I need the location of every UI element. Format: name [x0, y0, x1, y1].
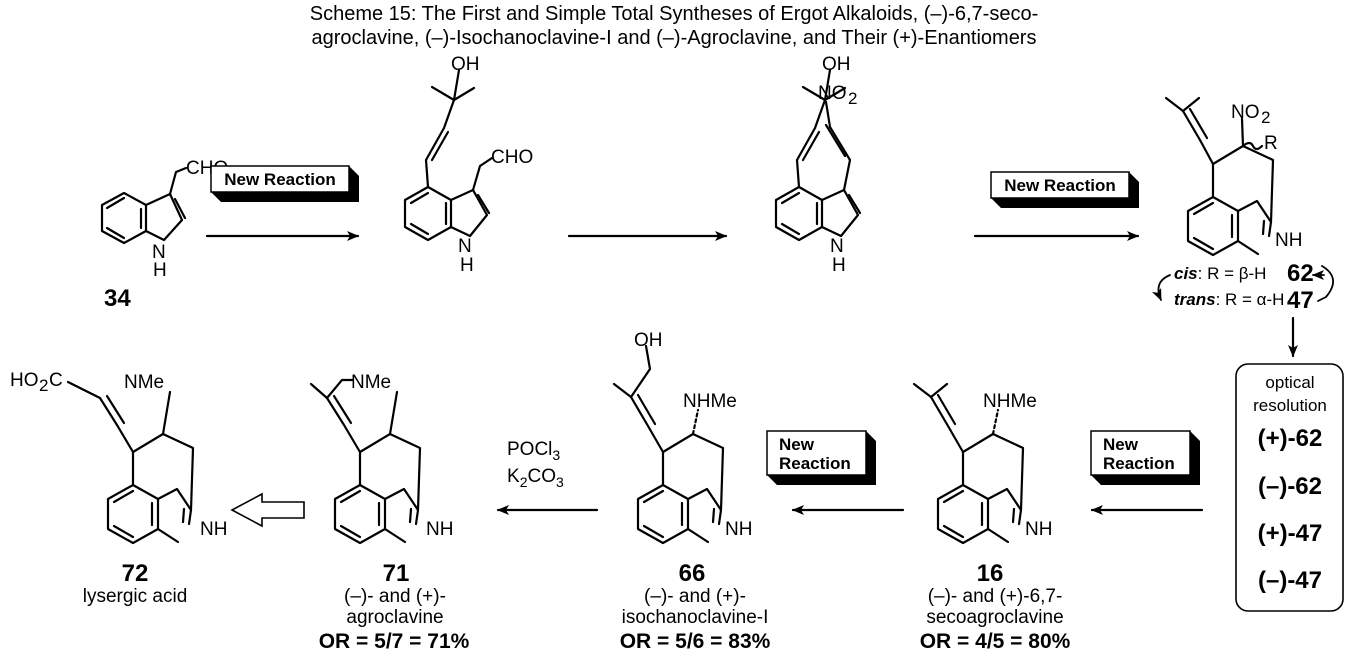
atom-h: H — [153, 260, 167, 281]
reagent-k2co3: K2CO3 — [507, 466, 564, 490]
atom-oh: OH — [451, 54, 480, 75]
resolution-item: (+)-47 — [1258, 520, 1323, 547]
atom-sub2: 2 — [39, 376, 48, 395]
atom-nme: NMe — [124, 372, 164, 393]
badge-label-new: New — [779, 435, 815, 454]
resolution-line1: optical — [1265, 373, 1314, 392]
compound-number-34: 34 — [104, 285, 131, 312]
atom-nh: NH — [1025, 519, 1052, 540]
badge-label: New Reaction — [1004, 176, 1115, 195]
compound-number-62: 62 — [1287, 260, 1314, 287]
compound-name-line2: agroclavine — [346, 607, 443, 628]
atom-c: C — [49, 370, 63, 391]
compound-name-line2: secoagroclavine — [926, 607, 1063, 628]
atom-oh: OH — [822, 54, 851, 75]
badge-label-new: New — [1103, 435, 1139, 454]
compound-34: CHO N H 34 — [100, 158, 228, 312]
compound-number-71: 71 — [383, 560, 410, 587]
atom-nh: NH — [725, 519, 752, 540]
atom-nhme: NHMe — [683, 391, 737, 412]
compound-name-line1: (–)- and (+)- — [644, 586, 746, 607]
atom-no: NO — [818, 83, 847, 104]
compound-number-72: 72 — [122, 560, 149, 587]
compound-16: NHMe NH 16 (–)- and (+)-6,7- secoagrocla… — [912, 382, 1071, 653]
new-reaction-badge-2: New Reaction — [990, 171, 1139, 208]
compound-name-line2: isochanoclavine-I — [622, 607, 769, 628]
compound-number-47: 47 — [1287, 287, 1314, 314]
compound-name-line1: lysergic acid — [83, 586, 188, 607]
new-reaction-badge-3: New Reaction — [1090, 430, 1200, 485]
atom-nh: NH — [200, 519, 227, 540]
compound-66: OH NHMe NH 66 (–)- and (+)- isochanoclav… — [612, 330, 771, 653]
resolution-line2: resolution — [1253, 396, 1327, 415]
badge-label: New Reaction — [224, 170, 335, 189]
retro-arrow — [230, 492, 305, 528]
intermediate-a: CHO N H OH — [403, 54, 533, 276]
cis-label: cis: R = β-H — [1174, 264, 1266, 283]
scheme-title-line1: Scheme 15: The First and Simple Total Sy… — [309, 3, 1039, 25]
trans-label: trans: R = α-H — [1174, 290, 1284, 309]
atom-n: N — [152, 242, 166, 263]
atom-nh: NH — [426, 519, 453, 540]
compound-name-line1: (–)- and (+)- — [344, 586, 446, 607]
new-reaction-badge-1: New Reaction — [210, 165, 359, 202]
atom-no: NO — [1231, 102, 1260, 123]
scheme-title-line2: agroclavine, (–)-Isochanoclavine-I and (… — [311, 27, 1037, 49]
badge-label-reaction: Reaction — [779, 454, 851, 473]
compound-number-16: 16 — [977, 560, 1004, 587]
atom-r: R — [1264, 133, 1278, 154]
resolution-item: (–)-62 — [1258, 473, 1322, 500]
new-reaction-badge-4: New Reaction — [766, 430, 876, 485]
intermediate-b: NO 2 N H OH — [774, 54, 862, 276]
atom-h: H — [832, 255, 846, 276]
resolution-item: (–)-47 — [1258, 567, 1322, 594]
atom-h: H — [460, 255, 474, 276]
overall-yield: OR = 5/6 = 83% — [620, 630, 771, 653]
atom-n: N — [458, 236, 472, 257]
reagent-pocl3: POCl3 — [507, 439, 560, 463]
compound-71: NMe NH 71 (–)- and (+)- agroclavine OR =… — [309, 372, 470, 653]
atom-nhme: NHMe — [983, 391, 1037, 412]
resolution-item: (+)-62 — [1258, 425, 1323, 452]
atom-sub2: 2 — [1261, 108, 1270, 127]
compound-name-line1: (–)- and (+)-6,7- — [928, 586, 1063, 607]
compound-62-47: NO 2 R NH — [1164, 96, 1302, 257]
badge-label-reaction: Reaction — [1103, 454, 1175, 473]
atom-cho: CHO — [491, 147, 533, 168]
scheme-title: Scheme 15: The First and Simple Total Sy… — [0, 2, 1348, 50]
atom-oh: OH — [634, 330, 663, 351]
isomer-labels: cis: R = β-H trans: R = α-H 62 47 — [1151, 260, 1334, 314]
atom-nme: NMe — [351, 372, 391, 393]
reagents-pocl3-k2co3: POCl3 K2CO3 — [507, 439, 564, 490]
compound-72: HO 2 C NMe NH 72 lysergic acid — [10, 370, 227, 607]
atom-sub2: 2 — [848, 89, 857, 108]
compound-number-66: 66 — [679, 560, 706, 587]
atom-ho: HO — [10, 370, 39, 391]
overall-yield: OR = 5/7 = 71% — [319, 630, 470, 653]
atom-n: N — [830, 236, 844, 257]
optical-resolution-box: optical resolution (+)-62 (–)-62 (+)-47 … — [1235, 363, 1344, 612]
atom-nh: NH — [1275, 230, 1302, 251]
overall-yield: OR = 4/5 = 80% — [920, 630, 1071, 653]
